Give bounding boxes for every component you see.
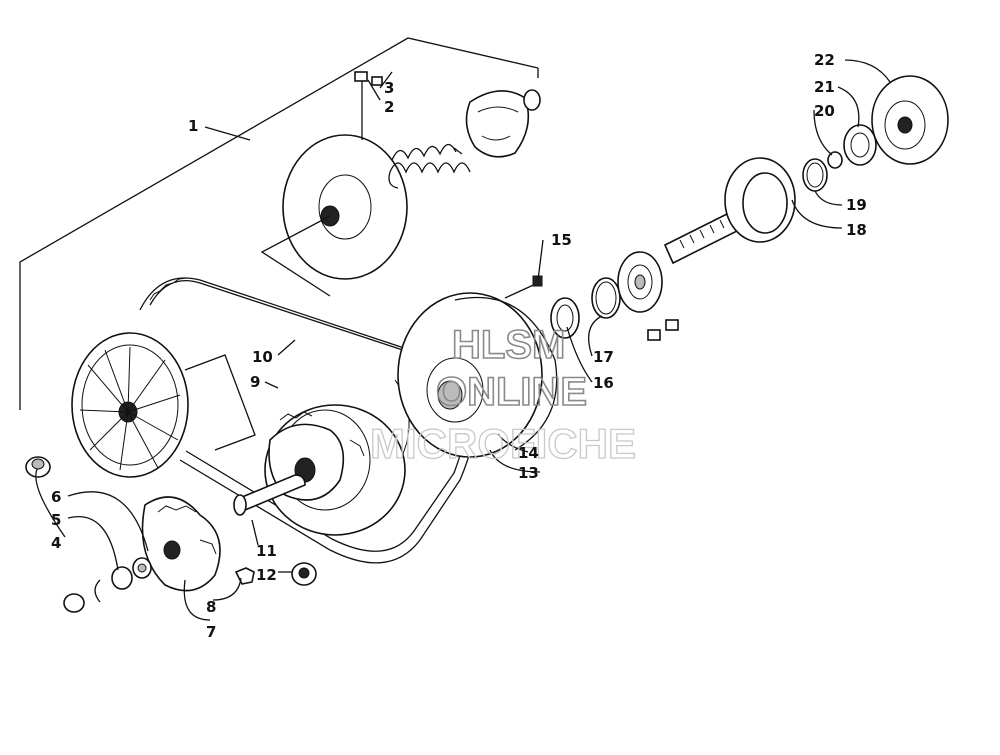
callout-11: 11 [256, 542, 277, 560]
callout-labels: 1 2 3 4 5 6 7 8 9 10 11 12 13 14 15 16 1… [51, 51, 867, 641]
leader-lines [35, 59, 891, 621]
callout-1: 1 [188, 117, 198, 135]
snap-ring-part [591, 277, 621, 319]
callout-14: 14 [518, 444, 539, 462]
washer-parts [63, 557, 152, 613]
assembly-bracket [19, 37, 539, 410]
callout-17: 17 [593, 348, 614, 366]
cam-part [141, 496, 221, 592]
callout-4: 4 [51, 534, 61, 552]
screw-part [504, 275, 543, 299]
callout-21: 21 [814, 78, 835, 96]
callout-3: 3 [384, 79, 394, 97]
callout-10: 10 [252, 348, 273, 366]
watermark: HLSM ONLINE MICROFICHE [369, 322, 636, 467]
seal-ring-part [550, 297, 580, 339]
drive-sheave-part [260, 134, 408, 297]
gear-housing-part [871, 75, 949, 165]
callout-8: 8 [206, 598, 216, 616]
callout-12: 12 [256, 566, 277, 584]
callout-19: 19 [846, 196, 867, 214]
spider-part [465, 89, 541, 158]
clip-part [354, 71, 383, 140]
callout-2: 2 [384, 98, 394, 116]
callout-22: 22 [814, 51, 835, 69]
small-block-part [234, 567, 255, 585]
nut-part [25, 456, 51, 478]
bearing-part [617, 251, 663, 313]
housing-part [397, 292, 558, 458]
watermark-line-2: ONLINE [436, 370, 587, 414]
small-screws-part [647, 319, 679, 341]
driven-outer-sheave-part [71, 332, 256, 478]
callout-9: 9 [250, 373, 260, 391]
washer-20-part [827, 151, 843, 169]
spring-part [388, 143, 471, 189]
callout-16: 16 [593, 374, 614, 392]
o-ring-part [802, 158, 828, 192]
callout-7: 7 [206, 623, 216, 641]
callout-13: 13 [518, 464, 539, 482]
watermark-line-3: MICROFICHE [370, 420, 636, 467]
callout-15: 15 [551, 231, 572, 249]
callout-20: 20 [814, 102, 835, 120]
needle-bearing-part [843, 124, 877, 166]
callout-5: 5 [51, 511, 61, 529]
shaft-part [233, 474, 306, 516]
output-shaft-part [663, 157, 796, 265]
callout-18: 18 [846, 221, 867, 239]
callout-6: 6 [51, 488, 61, 506]
watermark-line-1: HLSM [452, 323, 565, 367]
nut-12-part [291, 562, 317, 586]
